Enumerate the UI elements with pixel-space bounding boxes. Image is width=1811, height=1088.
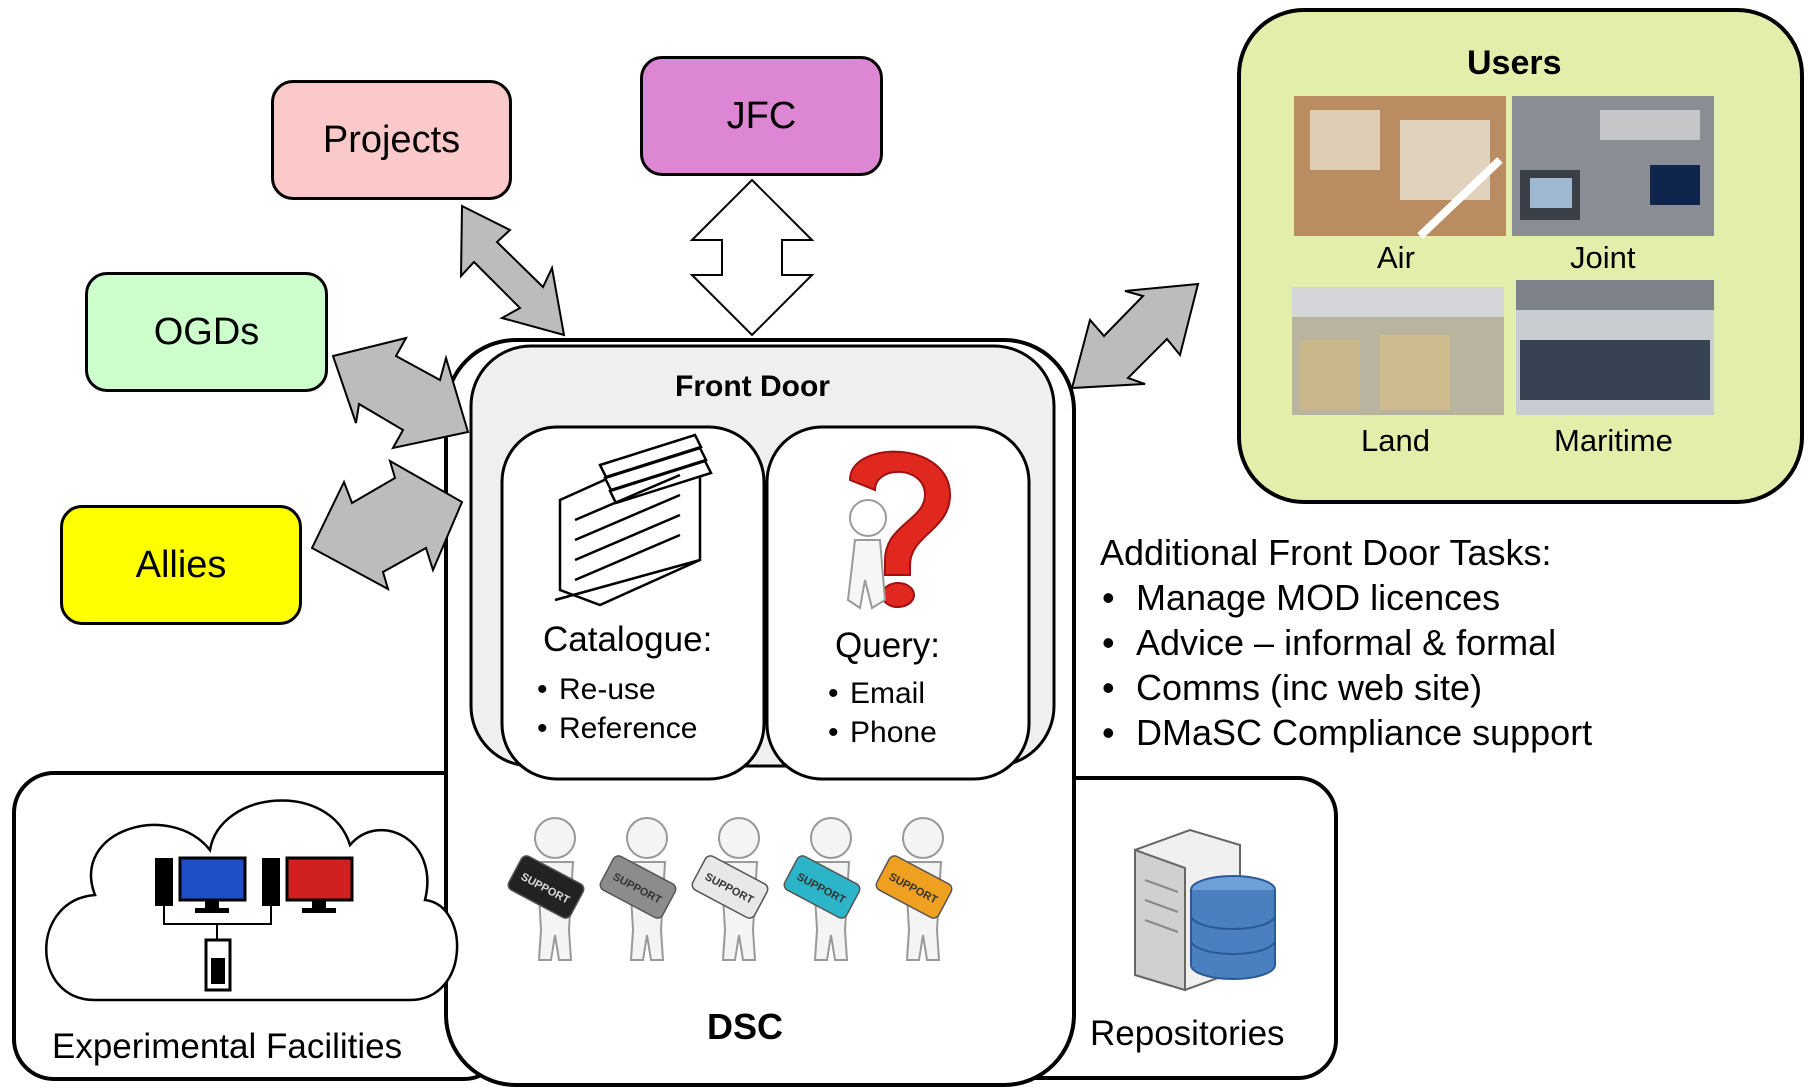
additional-tasks-heading: Additional Front Door Tasks: xyxy=(1100,532,1552,573)
catalogue-list: Re-use Reference xyxy=(537,670,697,748)
task-item: Comms (inc web site) xyxy=(1100,665,1592,710)
users-label-maritime: Maritime xyxy=(1554,423,1673,458)
support-figure: SUPPORT xyxy=(599,817,677,961)
users-label-joint: Joint xyxy=(1570,240,1636,275)
question-figure-icon xyxy=(846,450,952,610)
ogds-frontdoor-arrow xyxy=(331,336,470,450)
jfc-frontdoor-arrow xyxy=(689,178,815,337)
catalogue-item: Re-use xyxy=(537,670,697,709)
projects-label: Projects xyxy=(322,118,461,161)
query-list: Email Phone xyxy=(828,674,937,752)
users-title: Users xyxy=(1467,44,1562,82)
ogds-box: OGDs xyxy=(85,272,328,392)
server-database-icon xyxy=(1134,828,1276,992)
allies-box: Allies xyxy=(60,505,302,625)
additional-tasks-list: Manage MOD licences Advice – informal & … xyxy=(1100,575,1592,755)
ogds-label: OGDs xyxy=(153,310,260,353)
query-title: Query: xyxy=(835,626,941,665)
catalogue-title: Catalogue: xyxy=(543,620,713,659)
additional-tasks: Additional Front Door Tasks: Manage MOD … xyxy=(1100,530,1592,755)
users-label-air: Air xyxy=(1377,240,1415,275)
computer-network-icon xyxy=(155,856,354,992)
dsc-title: DSC xyxy=(707,1006,784,1047)
task-item: Advice – informal & formal xyxy=(1100,620,1592,665)
task-item: DMaSC Compliance support xyxy=(1100,710,1592,755)
users-frontdoor-arrow xyxy=(1070,282,1200,390)
card-index-icon xyxy=(554,433,713,607)
catalogue-item: Reference xyxy=(537,709,697,748)
task-item: Manage MOD licences xyxy=(1100,575,1592,620)
query-item: Phone xyxy=(828,713,937,752)
jfc-label: JFC xyxy=(726,94,797,137)
support-figure: SUPPORT xyxy=(507,817,585,961)
allies-label: Allies xyxy=(135,543,227,586)
cloud-icon xyxy=(45,799,459,1002)
allies-frontdoor-arrow xyxy=(310,458,464,592)
users-box xyxy=(1237,8,1804,504)
experimental-facilities-label: Experimental Facilities xyxy=(52,1027,403,1066)
repositories-label: Repositories xyxy=(1090,1014,1285,1053)
users-photos xyxy=(1292,96,1714,415)
front-door-title: Front Door xyxy=(675,370,830,403)
projects-frontdoor-arrow xyxy=(459,204,566,337)
jfc-box: JFC xyxy=(640,56,883,176)
users-label-land: Land xyxy=(1361,423,1430,458)
query-item: Email xyxy=(828,674,937,713)
projects-box: Projects xyxy=(271,80,512,200)
